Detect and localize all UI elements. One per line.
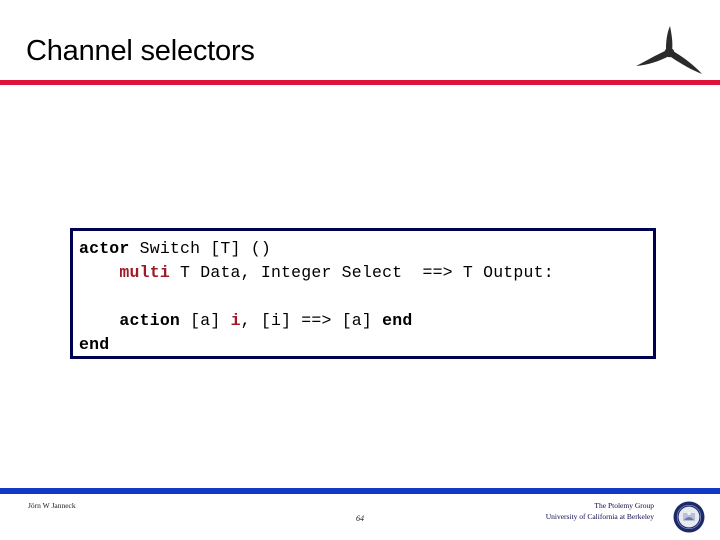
code-keyword: end (382, 311, 413, 330)
uc-berkeley-seal-icon (672, 500, 706, 534)
code-text (79, 311, 119, 330)
footer-org-group: The Ptolemy Group (594, 501, 654, 510)
code-keyword: action (119, 311, 181, 330)
code-text: [a] (180, 311, 231, 330)
title-divider (0, 80, 720, 85)
code-line: multi T Data, Integer Select ==> T Outpu… (79, 261, 653, 285)
footer-divider (0, 488, 720, 494)
code-line: action [a] i, [i] ==> [a] end (79, 309, 653, 333)
code-keyword-highlight: multi (119, 263, 170, 282)
code-text: Switch [T] () (129, 239, 271, 258)
code-text: , [i] ==> [a] (240, 311, 383, 330)
code-keyword: end (79, 335, 110, 354)
code-text: T Data, Integer Select ==> T Output: (169, 263, 554, 282)
code-line (79, 285, 653, 309)
code-keyword-highlight: i (230, 311, 241, 330)
code-block: actor Switch [T] () multi T Data, Intege… (70, 228, 656, 359)
propeller-logo (632, 22, 706, 80)
code-text (79, 263, 119, 282)
code-line: actor Switch [T] () (79, 237, 653, 261)
footer-organization: The Ptolemy Group University of Californ… (546, 500, 654, 522)
code-keyword: actor (79, 239, 130, 258)
page-title: Channel selectors (26, 35, 255, 67)
page-number: 64 (356, 514, 364, 523)
footer-author: Jörn W Janneck (28, 501, 76, 510)
code-line: end (79, 333, 653, 357)
footer-org-university: University of California at Berkeley (545, 512, 654, 521)
